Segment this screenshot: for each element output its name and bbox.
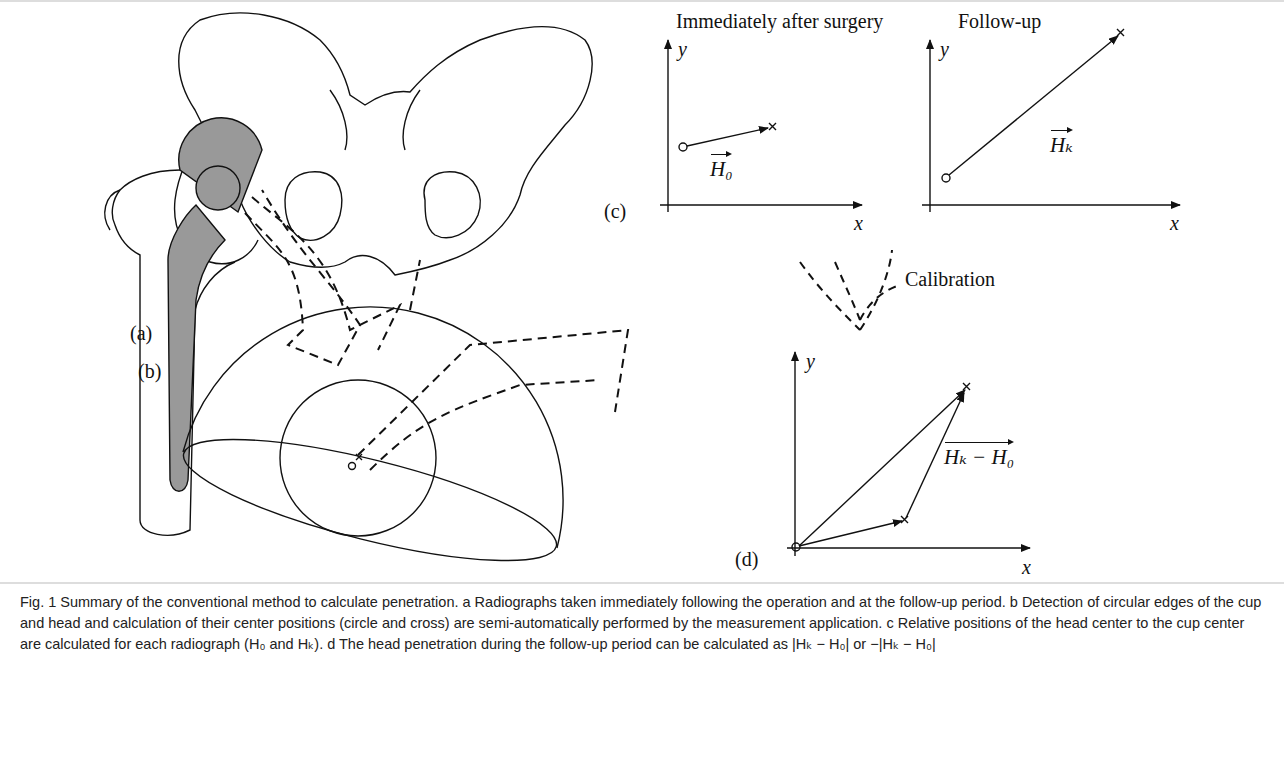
step-label: Calibration: [905, 268, 995, 290]
axis-label: x: [854, 212, 863, 234]
panel-label: (c): [604, 200, 626, 222]
vector-label: Hₖ: [1050, 128, 1073, 157]
axis-label: x: [1170, 212, 1179, 234]
plot-title: Follow-up: [958, 10, 1041, 32]
panel-label: (a): [130, 322, 152, 344]
axis-label: y: [940, 38, 949, 60]
figure-caption: Fig. 1 Summary of the conventional metho…: [20, 592, 1264, 655]
axis-label: x: [1022, 556, 1031, 578]
vector-label: H₀: [710, 152, 732, 181]
panel-label: (d): [735, 548, 758, 570]
vector-label: Hₖ − H₀: [944, 440, 1014, 469]
axis-label: y: [678, 38, 687, 60]
panel-label: (b): [138, 360, 161, 382]
plot-title: Immediately after surgery: [676, 10, 883, 32]
axis-label: y: [806, 350, 815, 372]
